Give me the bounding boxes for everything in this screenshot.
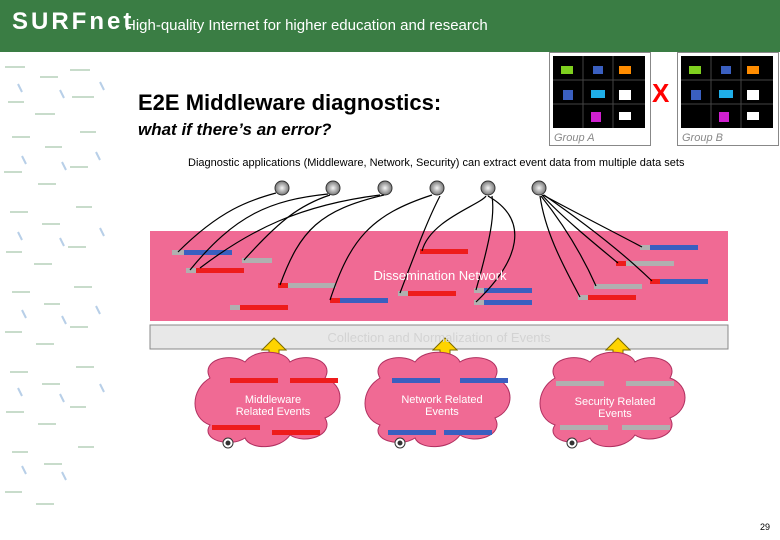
- middleware-label-line1: Middleware: [244, 394, 302, 406]
- slide-title: E2E Middleware diagnostics:: [138, 90, 442, 115]
- group-b-label: Group B: [682, 132, 723, 144]
- dissemination-network-label: Dissemination Network: [373, 268, 507, 283]
- network-label-line1: Network Related: [401, 394, 483, 406]
- event-bars: [172, 245, 708, 310]
- header-tagline: High-quality Internet for higher educati…: [125, 17, 488, 34]
- header-bar: SURFnet High-quality Internet for higher…: [0, 0, 780, 52]
- surfnet-logo: SURFnet: [12, 8, 135, 35]
- decorative-dash-pattern: [0, 52, 118, 540]
- collection-normalization-label: Collection and Normalization of Events: [327, 330, 551, 345]
- group-a-node-grid: [553, 56, 645, 128]
- middleware-label-line2: Related Events: [235, 406, 311, 418]
- network-cloud-label: Network Related Events: [382, 394, 502, 418]
- security-label-line1: Security Related: [574, 396, 656, 408]
- security-label-line2: Events: [598, 408, 632, 420]
- middleware-cloud-label: Middleware Related Events: [213, 394, 333, 418]
- group-b-panel: Group B: [677, 52, 779, 146]
- group-a-label: Group A: [554, 132, 595, 144]
- page-number: 29: [759, 522, 770, 532]
- error-icon: X: [652, 78, 670, 108]
- event-source-icons: [222, 437, 578, 449]
- cloud-event-bars: [212, 378, 674, 435]
- diagram-caption: Diagnostic applications (Middleware, Net…: [188, 157, 685, 169]
- group-a-panel: Group A: [549, 52, 651, 146]
- diagnostic-app-icons: [274, 180, 547, 196]
- group-b-node-grid: [681, 56, 773, 128]
- slide-subtitle: what if there’s an error?: [138, 120, 332, 139]
- security-cloud-label: Security Related Events: [555, 396, 675, 420]
- network-label-line2: Events: [425, 406, 459, 418]
- app-links: [177, 192, 653, 303]
- event-clouds: [194, 351, 686, 448]
